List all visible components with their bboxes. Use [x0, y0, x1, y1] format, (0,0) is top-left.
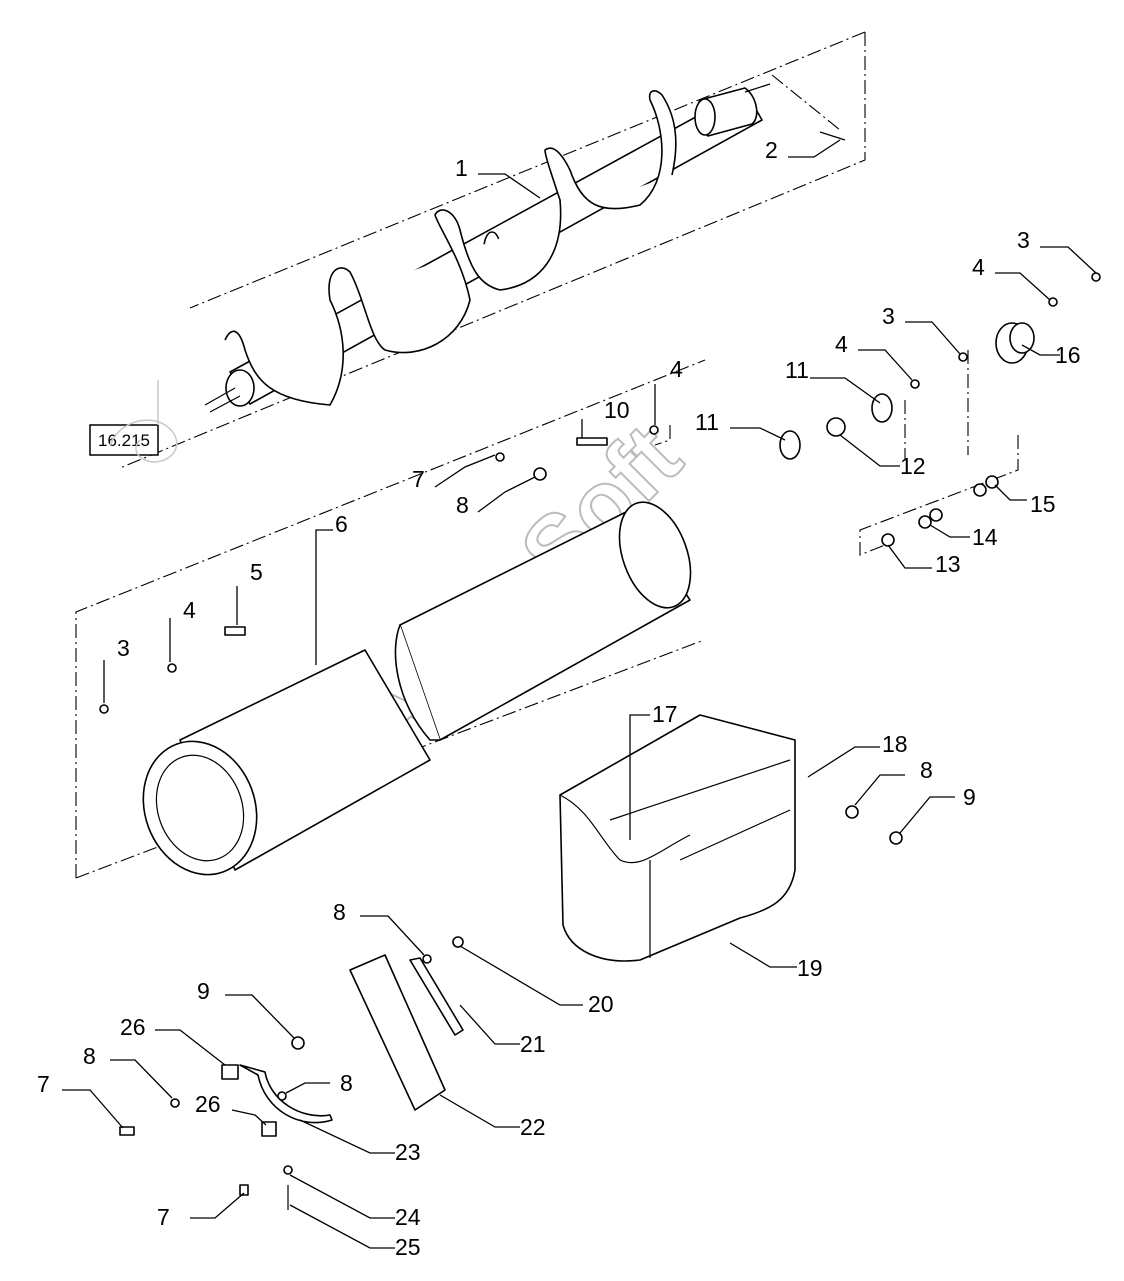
- callout-4-left: 4: [183, 597, 196, 623]
- callout-3-mid: 3: [882, 303, 895, 329]
- callout-2: 2: [765, 137, 778, 163]
- callout-22: 22: [520, 1114, 546, 1140]
- callout-1: 1: [455, 155, 468, 181]
- callout-3-left: 3: [117, 635, 130, 661]
- callout-labels: 1 2 3 4 3 4 16 11 11 12 10 4 7 8 15 14 1…: [37, 137, 1081, 1260]
- reference-box-text: 16.215: [98, 431, 150, 450]
- callout-8-right: 8: [920, 757, 933, 783]
- callout-21: 21: [520, 1031, 546, 1057]
- callout-8-upper: 8: [456, 492, 469, 518]
- callout-3-top-right: 3: [1017, 227, 1030, 253]
- shaft-pin: [819, 131, 846, 141]
- callout-23: 23: [395, 1139, 421, 1165]
- leader-lines: [62, 139, 1097, 1249]
- callout-8-lower: 8: [333, 899, 346, 925]
- callout-17: 17: [652, 701, 678, 727]
- callout-7-upper: 7: [412, 466, 425, 492]
- reference-box: 16.215: [89, 380, 178, 463]
- callout-8-left: 8: [83, 1043, 96, 1069]
- callout-26-upper: 26: [120, 1014, 146, 1040]
- callout-24: 24: [395, 1204, 421, 1230]
- callout-11-lower: 11: [695, 409, 719, 435]
- callout-7-left: 7: [37, 1071, 50, 1097]
- callout-4-upper-center: 4: [670, 356, 683, 382]
- hardware-parts: [99, 272, 1101, 1210]
- trough-housing: [559, 714, 796, 962]
- callout-16: 16: [1055, 342, 1081, 368]
- callout-15: 15: [1030, 491, 1056, 517]
- callout-9-lower: 9: [197, 978, 210, 1004]
- callout-18: 18: [882, 731, 908, 757]
- auger-assembly: [204, 83, 771, 413]
- callout-4-mid: 4: [835, 331, 848, 357]
- callout-25: 25: [395, 1234, 421, 1260]
- callout-13: 13: [935, 551, 961, 577]
- callout-12: 12: [900, 453, 926, 479]
- assembly-boundary-lines: [75, 31, 1019, 879]
- callout-14: 14: [972, 524, 998, 550]
- auger-tube: [142, 501, 692, 876]
- callout-4-top-right: 4: [972, 254, 985, 280]
- callout-20: 20: [588, 991, 614, 1017]
- callout-6: 6: [335, 511, 348, 537]
- callout-9-right: 9: [963, 784, 976, 810]
- callout-7-bottom: 7: [157, 1204, 170, 1230]
- callout-19: 19: [797, 955, 823, 981]
- callout-8-small: 8: [340, 1070, 353, 1096]
- callout-5: 5: [250, 559, 263, 585]
- callout-26-lower: 26: [195, 1091, 221, 1117]
- callout-11-upper: 11: [785, 357, 809, 383]
- callout-10: 10: [604, 397, 630, 423]
